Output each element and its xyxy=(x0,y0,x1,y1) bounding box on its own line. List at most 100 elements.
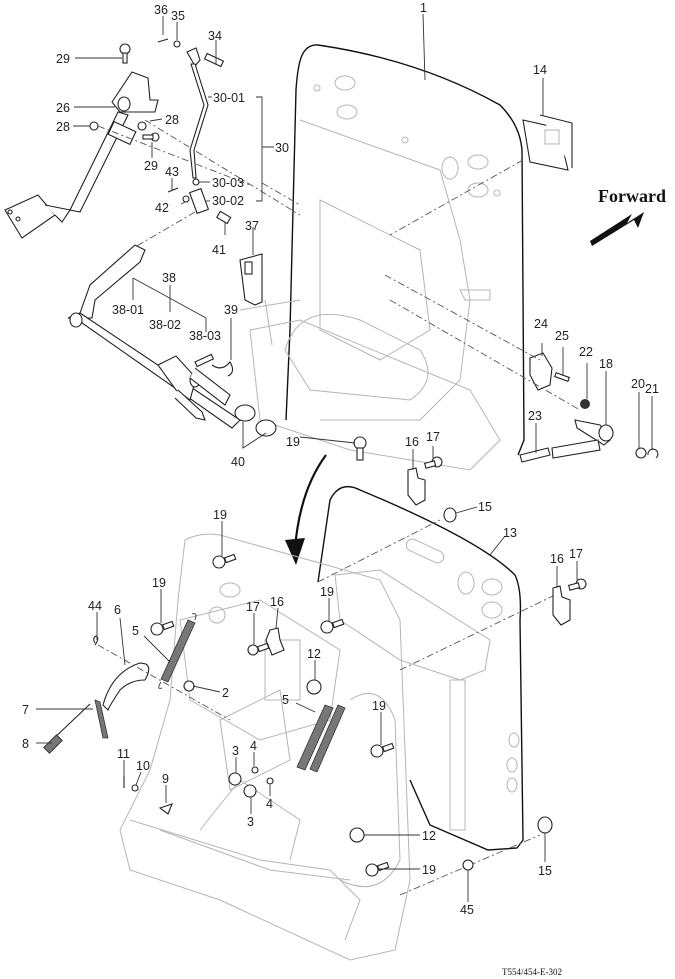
callout-43: 43 xyxy=(165,165,179,179)
callout-28: 28 xyxy=(56,120,70,134)
part-38-03-pin xyxy=(194,353,215,368)
callout-45: 45 xyxy=(460,903,474,917)
callout-40: 40 xyxy=(231,455,245,469)
callout-7: 7 xyxy=(22,703,29,717)
part-30-rod xyxy=(157,38,232,225)
part-22-nut xyxy=(580,399,590,409)
lower-cover-plate-13 xyxy=(317,486,524,851)
callout-35: 35 xyxy=(171,9,185,23)
callout-39: 39 xyxy=(224,303,238,317)
part-5-spring-a xyxy=(158,613,197,689)
callout-labels: 1 14 Forward 36 35 34 29 26 28 28 29 30-… xyxy=(22,1,666,977)
forward-label: Forward xyxy=(598,186,666,206)
callout-28: 28 xyxy=(165,113,179,127)
part-12-plug-b xyxy=(349,827,365,843)
part-18-lever xyxy=(574,419,614,446)
callout-11: 11 xyxy=(117,747,130,761)
part-15-grommet-upper xyxy=(443,507,457,523)
part-39-spring-clip xyxy=(211,361,234,377)
callout-21: 21 xyxy=(645,382,659,396)
figure-code: T554/454-E-302 xyxy=(502,967,562,977)
part-16-clip-upper xyxy=(407,467,426,506)
part-6-lever xyxy=(102,662,150,711)
callout-19: 19 xyxy=(152,576,166,590)
callout-12: 12 xyxy=(307,647,321,661)
part-19-bolt-a xyxy=(212,553,237,569)
callout-44: 44 xyxy=(88,599,102,613)
callout-25: 25 xyxy=(555,329,569,343)
part-4-nut-a xyxy=(251,766,259,774)
part-17-bolt-right xyxy=(567,578,587,591)
part-17-bolt-mid xyxy=(247,642,270,656)
callout-23: 23 xyxy=(528,409,542,423)
part-19-bolt-upper xyxy=(353,436,367,461)
part-28-nut-b xyxy=(137,121,147,131)
part-28-nut xyxy=(89,121,99,131)
part-38-shaft xyxy=(67,244,241,429)
callout-12: 12 xyxy=(422,829,436,843)
callout-38-01: 38-01 xyxy=(112,303,144,317)
part-19-bolt-b xyxy=(150,620,175,636)
callout-26: 26 xyxy=(56,101,70,115)
upper-back-plate xyxy=(239,44,525,471)
callout-16: 16 xyxy=(270,595,284,609)
callout-19: 19 xyxy=(213,508,227,522)
callout-19: 19 xyxy=(422,863,436,877)
part-26-pedal xyxy=(4,71,159,239)
callout-42: 42 xyxy=(155,201,169,215)
part-9-plate xyxy=(158,803,173,815)
callout-16: 16 xyxy=(550,552,564,566)
callout-9: 9 xyxy=(162,772,169,786)
callout-15: 15 xyxy=(478,500,492,514)
part-5-spring-b xyxy=(296,704,346,773)
callout-38-02: 38-02 xyxy=(149,318,181,332)
part-16-clip-right xyxy=(552,585,571,626)
part-24-block xyxy=(529,352,553,391)
part-29-bolt-top xyxy=(119,43,131,64)
part-20-washer xyxy=(635,447,647,459)
callout-6: 6 xyxy=(114,603,121,617)
callout-41: 41 xyxy=(212,243,226,257)
callout-19: 19 xyxy=(286,435,300,449)
callout-16: 16 xyxy=(405,435,419,449)
part-17-bolt-upper xyxy=(423,456,443,469)
callout-24: 24 xyxy=(534,317,548,331)
part-4-nut-b xyxy=(266,777,274,785)
part-37-lever-cover xyxy=(239,253,263,306)
forward-arrow xyxy=(590,212,644,246)
part-12-plug-a xyxy=(306,679,322,695)
part-25-bolt xyxy=(554,372,570,382)
callout-14: 14 xyxy=(533,63,547,77)
part-16-clip-mid xyxy=(265,627,285,656)
lower-back-plate xyxy=(119,533,411,961)
part-45-washer xyxy=(462,859,474,871)
callout-15: 15 xyxy=(538,864,552,878)
callout-30-02: 30-02 xyxy=(212,194,244,208)
callout-36: 36 xyxy=(154,3,168,17)
callout-18: 18 xyxy=(599,357,613,371)
callout-17: 17 xyxy=(426,430,440,444)
callout-30-03: 30-03 xyxy=(212,176,244,190)
callout-3: 3 xyxy=(247,815,254,829)
callout-17: 17 xyxy=(246,600,260,614)
callout-19: 19 xyxy=(320,585,334,599)
callout-34: 34 xyxy=(208,29,222,43)
callout-2: 2 xyxy=(222,686,229,700)
callout-4: 4 xyxy=(250,739,257,753)
callout-1: 1 xyxy=(420,1,427,15)
callout-22: 22 xyxy=(579,345,593,359)
callout-29: 29 xyxy=(144,159,158,173)
part-19-bolt-c xyxy=(320,618,345,634)
callout-29: 29 xyxy=(56,52,70,66)
assembly-arrow xyxy=(285,454,327,565)
part-3-bolt-a xyxy=(228,772,242,786)
part-19-bolt-d xyxy=(370,742,395,758)
part-23-grip xyxy=(519,439,601,463)
part-15-grommet-lower xyxy=(537,816,553,834)
part-8-knob xyxy=(43,734,63,754)
part-29-bolt-b xyxy=(142,132,160,142)
callout-10: 10 xyxy=(136,759,150,773)
part-14-cup xyxy=(522,114,573,171)
callout-30: 30 xyxy=(275,141,289,155)
